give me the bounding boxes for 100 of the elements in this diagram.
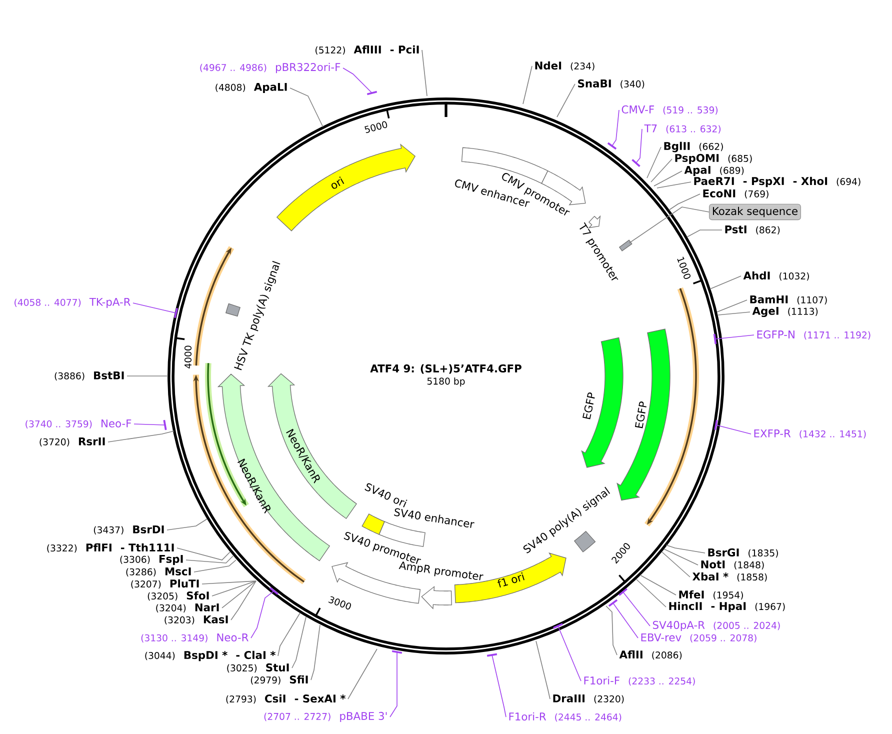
leader-line xyxy=(666,544,706,554)
site-label: PaeR7I - PspXI - XhoI (694) xyxy=(694,176,860,188)
leader-line xyxy=(612,110,620,146)
site-label: NotI (1848) xyxy=(701,560,764,570)
leader-line xyxy=(134,424,166,426)
scale-label: 5000 xyxy=(364,121,388,133)
site-label: (3204) NarI xyxy=(156,604,219,612)
site-label: (3203) KasI xyxy=(164,616,228,624)
site-label: (3207) PluTI xyxy=(131,579,199,589)
primer-label: (2707 .. 2727) pBABE 3' xyxy=(264,712,387,722)
leader-line xyxy=(202,580,256,584)
scale-label: 1000 xyxy=(677,256,690,279)
feature-segment: EGFP xyxy=(581,337,624,468)
map-title: ATF4 9: (SL+)5’ATF4.GFP xyxy=(370,364,522,374)
leader-line xyxy=(166,518,208,530)
primer-label: (4967 .. 4986) pBR322ori-F xyxy=(200,62,340,74)
leader-line xyxy=(716,424,752,434)
leader-line xyxy=(558,626,582,682)
site-label: BglII (662) xyxy=(664,142,723,152)
leader-line xyxy=(390,652,398,718)
primer-label: EXFP-R (1432 .. 1451) xyxy=(754,430,866,438)
leader-line xyxy=(222,580,256,608)
site-label: BsrGI (1835) xyxy=(708,548,778,558)
site-label: (2793) CsiI - SexAI * xyxy=(226,694,346,704)
site-label: (3205) SfoI xyxy=(148,591,209,601)
leader-line xyxy=(664,548,698,566)
node-label: SV40 ori xyxy=(364,483,408,508)
leader-line xyxy=(342,68,372,94)
leader-line xyxy=(278,612,300,656)
primer-label: (3130 .. 3149) Neo-R xyxy=(141,634,248,642)
size-label: 5180 bp xyxy=(427,377,465,387)
primer-label: EGFP-N (1171 .. 1192) xyxy=(757,330,870,340)
leader-line xyxy=(636,128,642,164)
leader-line xyxy=(230,580,256,620)
leader-line xyxy=(636,578,666,608)
site-label: (3322) PflFI - Tth111I xyxy=(47,543,174,553)
leader-line xyxy=(714,334,754,340)
site-label: AhdI (1032) xyxy=(743,271,809,281)
leader-line xyxy=(606,606,618,656)
leader-line xyxy=(656,182,692,188)
site-label: EcoNI (769) xyxy=(703,190,768,198)
leader-line xyxy=(250,590,274,638)
site-label: SnaBI (340) xyxy=(578,79,644,89)
leader-line xyxy=(422,50,428,96)
site-label: AflII (2086) xyxy=(619,650,682,660)
leader-line xyxy=(194,560,236,572)
primer-label: CMV-F (519 .. 539) xyxy=(622,105,718,115)
site-label: DraIII (2320) xyxy=(553,694,624,704)
site-label: (3720) RsrII xyxy=(40,438,105,446)
leader-line xyxy=(290,88,324,128)
site-label: XbaI * (1858) xyxy=(692,572,767,582)
leader-line xyxy=(668,194,700,210)
leader-line xyxy=(686,230,722,238)
primer-label: EBV-rev (2059 .. 2078) xyxy=(641,634,756,642)
leader-line xyxy=(348,648,378,700)
site-label: (3886) BstBI xyxy=(54,372,124,380)
primer-label: T7 (613 .. 632) xyxy=(644,124,721,134)
leader-line xyxy=(492,654,506,718)
site-label: (4808) ApaLI xyxy=(216,83,287,93)
site-label: ApaI (689) xyxy=(684,166,744,176)
leader-line xyxy=(662,552,690,578)
leader-line xyxy=(556,84,576,118)
site-label: BamHI (1107) xyxy=(750,296,827,304)
scale-label: 4000 xyxy=(184,346,192,368)
site-label: PstI (862) xyxy=(725,226,780,234)
primer-label: SV40pA-R (2005 .. 2024) xyxy=(652,620,780,632)
leader-line xyxy=(612,602,638,638)
feature-tag: Kozak sequence xyxy=(709,204,801,220)
primer-label: F1ori-F (2233 .. 2254) xyxy=(584,676,695,686)
leader-line xyxy=(710,276,742,290)
site-label: (3437) BsrDI xyxy=(94,526,164,534)
leader-line xyxy=(522,66,532,104)
leader-line xyxy=(650,158,672,182)
scale-label: 3000 xyxy=(328,596,351,610)
leader-line xyxy=(186,556,234,564)
site-label: NdeI (234) xyxy=(535,61,594,71)
primer-label: F1ori-R (2445 .. 2464) xyxy=(509,712,622,722)
leader-line xyxy=(292,616,306,668)
leader-line xyxy=(654,170,682,186)
feature-segment: EGFP xyxy=(616,328,670,501)
leader-line xyxy=(176,548,230,560)
site-label: HincII - HpaI (1967) xyxy=(669,602,785,612)
leader-line xyxy=(646,146,662,178)
primer-label: (3740 .. 3759) Neo-F xyxy=(26,420,132,428)
leader-line xyxy=(628,206,710,244)
leader-line xyxy=(310,624,320,680)
site-label: (3306) FspI xyxy=(120,555,183,565)
site-label: (3025) StuI xyxy=(227,663,289,673)
node-label: SV40 enhancer xyxy=(394,508,474,528)
site-label: (2979) SfiI xyxy=(250,675,308,685)
leader-line xyxy=(718,312,750,316)
leader-line xyxy=(108,430,174,442)
leader-line xyxy=(132,302,176,314)
site-label: (3286) MscI xyxy=(126,568,191,576)
site-label: AgeI (1113) xyxy=(752,306,818,318)
leader-line xyxy=(716,300,748,312)
site-label: MfeI (1954) xyxy=(679,590,743,600)
leader-line xyxy=(536,640,550,700)
site-label: (5122) AflIII - PciI xyxy=(316,45,419,55)
leader-line xyxy=(212,580,256,596)
